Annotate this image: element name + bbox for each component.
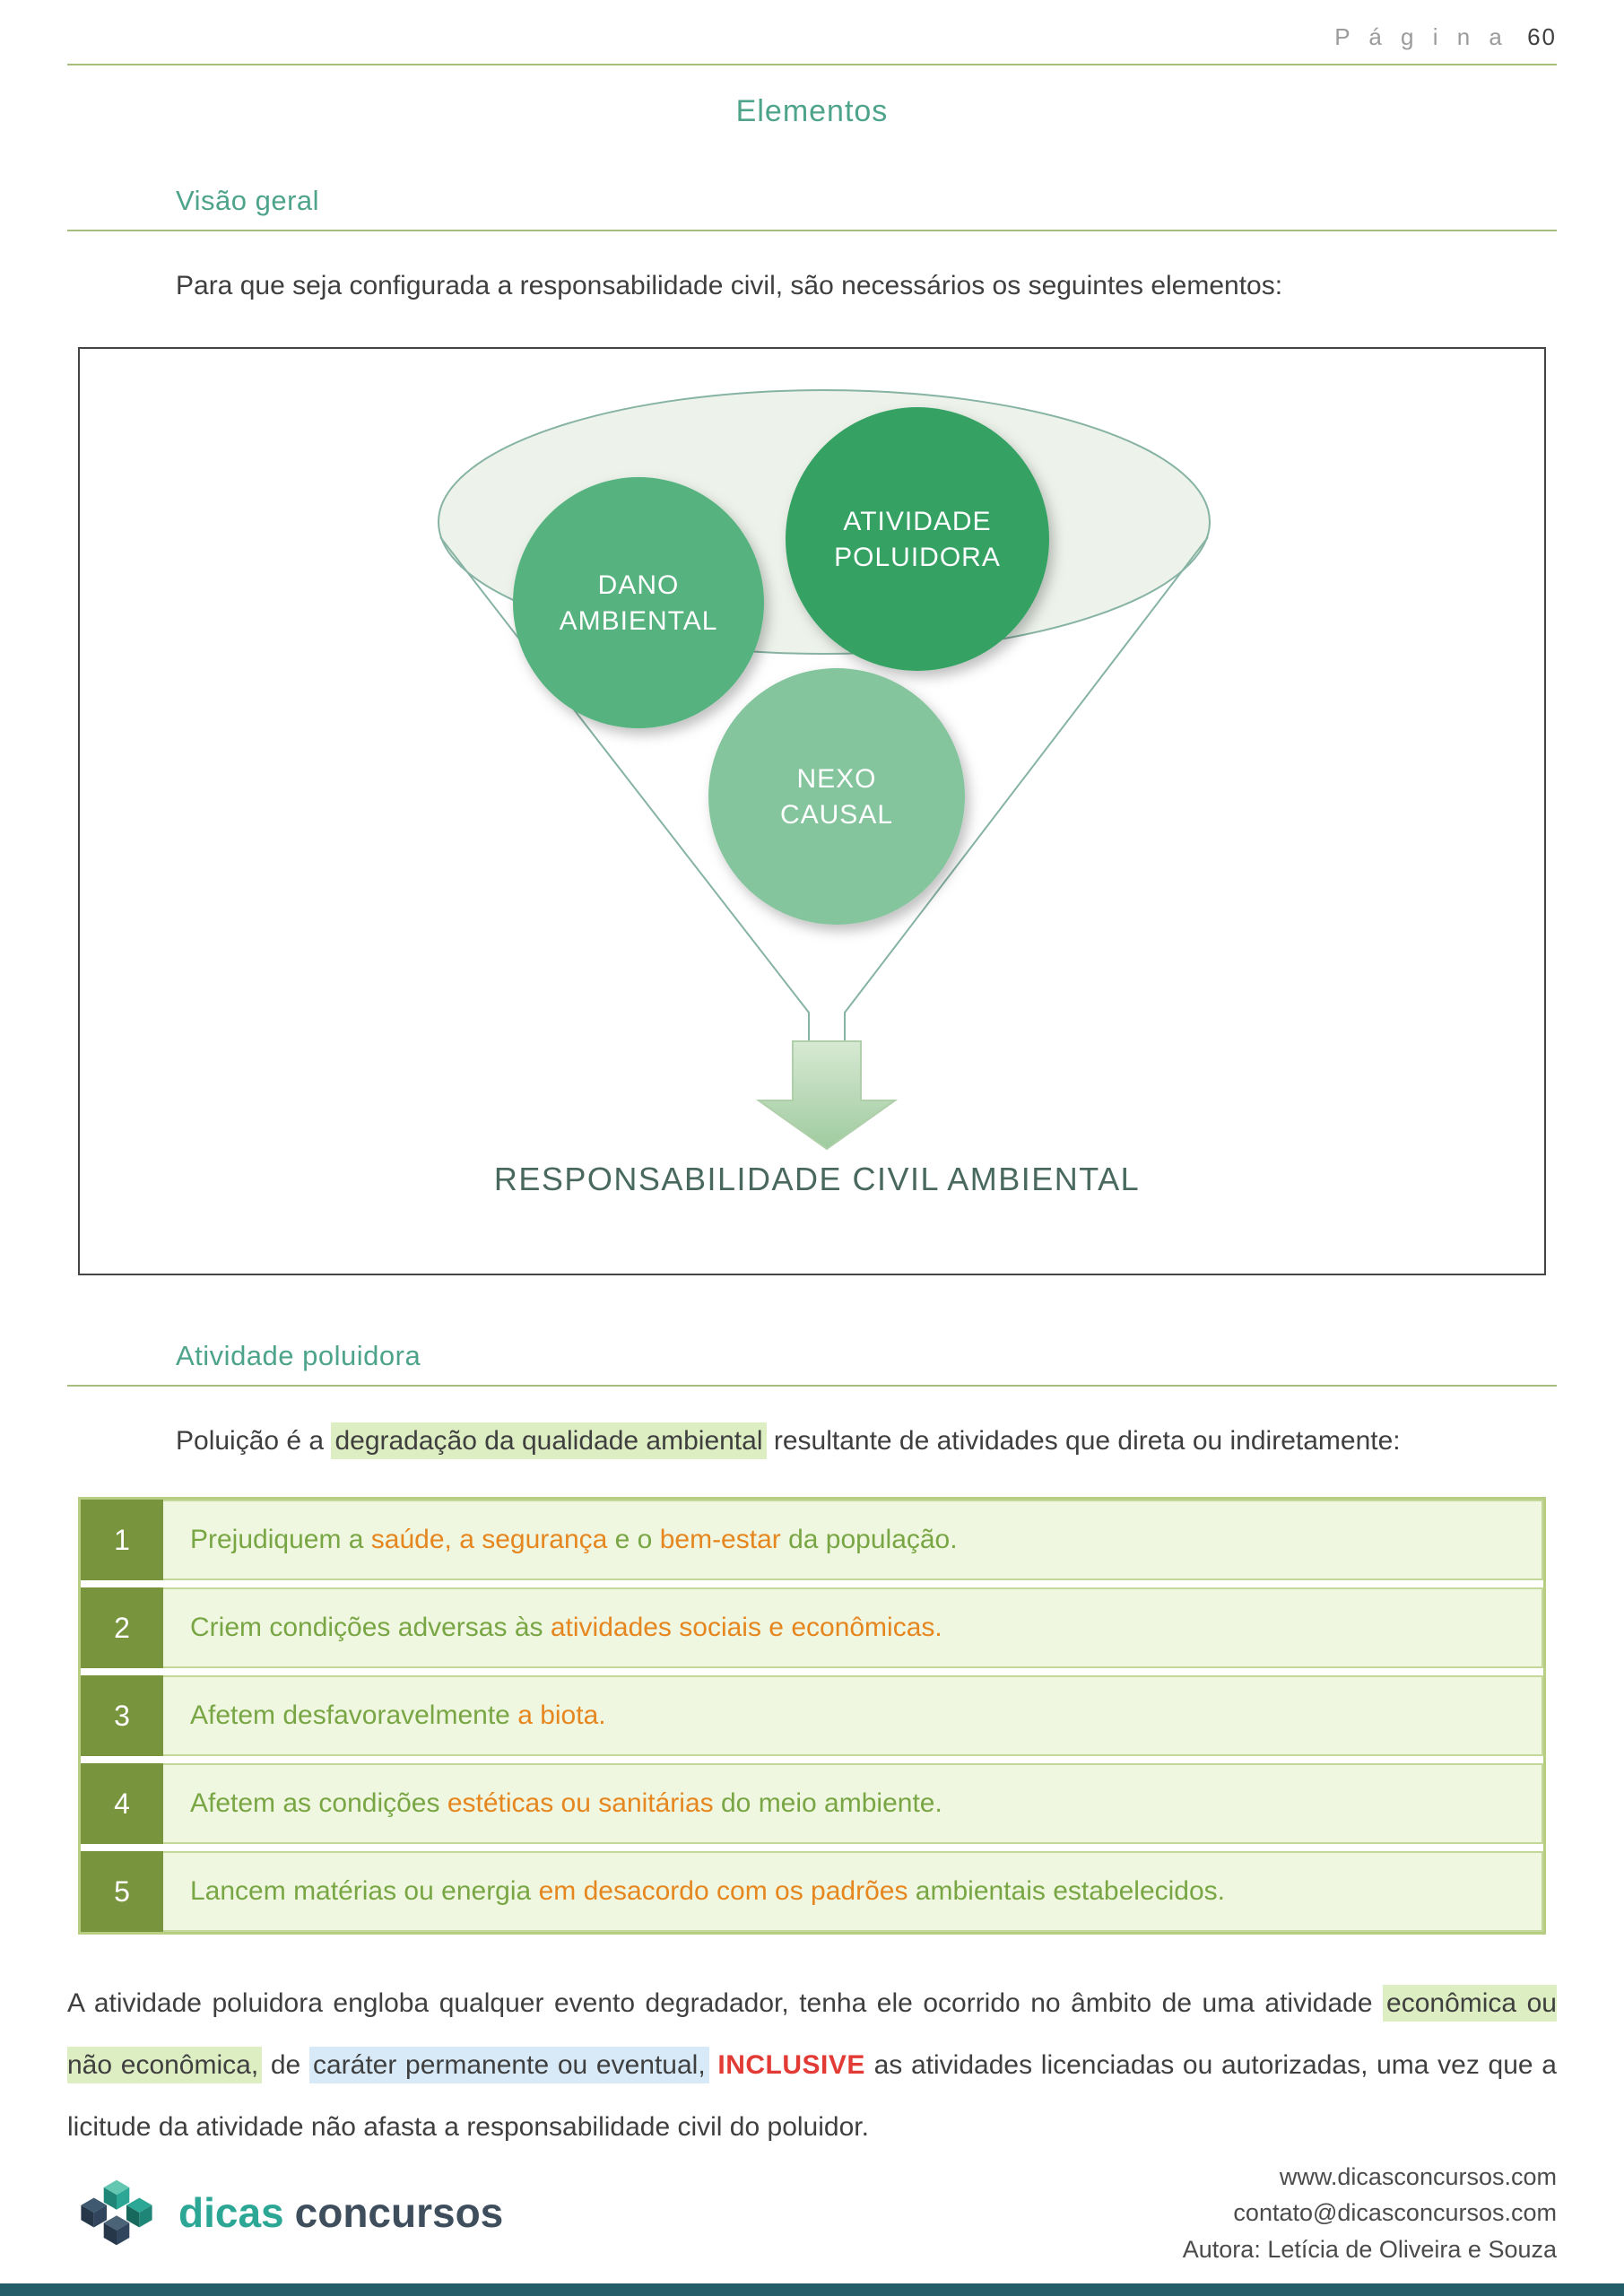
doc-title: Elementos — [735, 94, 889, 128]
text-segment: saúde, a segurança — [370, 1525, 608, 1554]
highlighted-text: caráter permanente ou eventual, — [308, 2047, 709, 2083]
table-row: 2 Criem condições adversas às atividades… — [81, 1587, 1543, 1668]
circle-atividade-poluidora — [786, 407, 1049, 671]
brand-word-dicas: dicas — [178, 2189, 284, 2237]
text-segment: e o — [607, 1525, 660, 1554]
text-segment: de — [262, 2050, 309, 2080]
intro-paragraph: Para que seja configurada a responsabili… — [176, 271, 1283, 300]
highlighted-text: degradação da qualidade ambiental — [331, 1422, 767, 1459]
row-number: 2 — [81, 1587, 163, 1668]
row-number: 1 — [81, 1500, 163, 1580]
pollution-effects-table: 1 Prejudiquem a saúde, a segurança e o b… — [78, 1497, 1546, 1935]
page-header: P á g i n a 60 — [67, 23, 1557, 51]
circle-label: DANO — [598, 570, 680, 600]
footer-author: Autora: Letícia de Oliveira e Souza — [1182, 2235, 1557, 2263]
row-text: Prejudiquem a saúde, a segurança e o bem… — [163, 1500, 1543, 1580]
text-segment: ambientais estabelecidos. — [908, 1876, 1225, 1906]
page-number: 60 — [1527, 23, 1557, 50]
text-segment: Lancem matérias ou energia — [190, 1876, 539, 1906]
divider-line — [67, 64, 1557, 65]
section-heading-visao-geral: Visão geral — [176, 185, 320, 216]
text-segment — [709, 2050, 718, 2080]
diagram-box: DANO AMBIENTAL ATIVIDADE POLUIDORA NEXO … — [78, 347, 1546, 1275]
row-text: Afetem as condições estéticas ou sanitár… — [163, 1763, 1543, 1844]
dicas-concursos-logo-icon — [81, 2179, 152, 2246]
row-text: Criem condições adversas às atividades s… — [163, 1587, 1543, 1668]
page-label: P á g i n a — [1334, 23, 1508, 50]
footer-email: contato@dicasconcursos.com — [1233, 2199, 1557, 2226]
circle-label: NEXO — [796, 764, 876, 794]
text-segment: atividades sociais e econômicas. — [550, 1613, 942, 1642]
row-text: Lancem matérias ou energia em desacordo … — [163, 1851, 1543, 1932]
table-row: 4 Afetem as condições estéticas ou sanit… — [81, 1763, 1543, 1844]
divider-line — [67, 1385, 1557, 1387]
text-segment: estéticas ou sanitárias — [447, 1788, 714, 1818]
closing-paragraph: A atividade poluidora engloba qualquer e… — [67, 1972, 1557, 2158]
text-segment: Criem condições adversas às — [190, 1613, 551, 1642]
emphasis-text: INCLUSIVE — [717, 2050, 865, 2080]
text-segment: resultante de atividades que direta ou i… — [766, 1426, 1401, 1456]
text-segment: Afetem desfavoravelmente — [190, 1700, 518, 1730]
poluicao-paragraph: Poluição é a degradação da qualidade amb… — [67, 1415, 1557, 1466]
text-segment: da população. — [780, 1525, 958, 1554]
circle-label: AMBIENTAL — [560, 606, 718, 636]
diagram-caption: RESPONSABILIDADE CIVIL AMBIENTAL — [494, 1161, 1140, 1197]
section-heading-atividade-poluidora: Atividade poluidora — [176, 1340, 421, 1371]
text-segment: Poluição é a — [176, 1426, 332, 1456]
row-text: Afetem desfavoravelmente a biota. — [163, 1675, 1543, 1756]
circle-nexo-causal — [708, 668, 965, 925]
text-segment: em desacordo com os padrões — [538, 1876, 908, 1906]
table-row: 3 Afetem desfavoravelmente a biota. — [81, 1675, 1543, 1756]
text-segment: bem-estar — [659, 1525, 781, 1554]
text-segment: a biota. — [517, 1700, 606, 1730]
row-number: 3 — [81, 1675, 163, 1756]
row-number: 4 — [81, 1763, 163, 1844]
circle-label: ATIVIDADE — [843, 507, 991, 536]
footer-contact: www.dicasconcursos.com contato@dicasconc… — [1183, 2159, 1557, 2268]
circle-label: POLUIDORA — [834, 543, 1001, 572]
footer-website: www.dicasconcursos.com — [1279, 2162, 1557, 2190]
divider-line — [67, 230, 1557, 231]
circle-label: CAUSAL — [780, 800, 893, 830]
text-segment: as atividades licenciadas ou autorizadas… — [67, 2050, 1557, 2142]
text-segment: A atividade poluidora engloba qualquer e… — [67, 1988, 1384, 2018]
down-arrow-icon — [755, 1040, 899, 1151]
table-row: 5 Lancem matérias ou energia em desacord… — [81, 1851, 1543, 1932]
text-segment: do meio ambiente. — [713, 1788, 942, 1818]
row-number: 5 — [81, 1851, 163, 1932]
brand-word-concursos: concursos — [294, 2189, 504, 2237]
page-content: P á g i n a 60 Elementos Visão geral Par… — [67, 23, 1557, 2158]
footer-bar — [0, 2283, 1624, 2296]
circle-dano-ambiental — [513, 477, 764, 728]
text-segment: Afetem as condições — [190, 1788, 447, 1818]
funnel-diagram: DANO AMBIENTAL ATIVIDADE POLUIDORA NEXO … — [438, 389, 1211, 1197]
text-segment: Prejudiquem a — [190, 1525, 371, 1554]
table-row: 1 Prejudiquem a saúde, a segurança e o b… — [81, 1500, 1543, 1580]
